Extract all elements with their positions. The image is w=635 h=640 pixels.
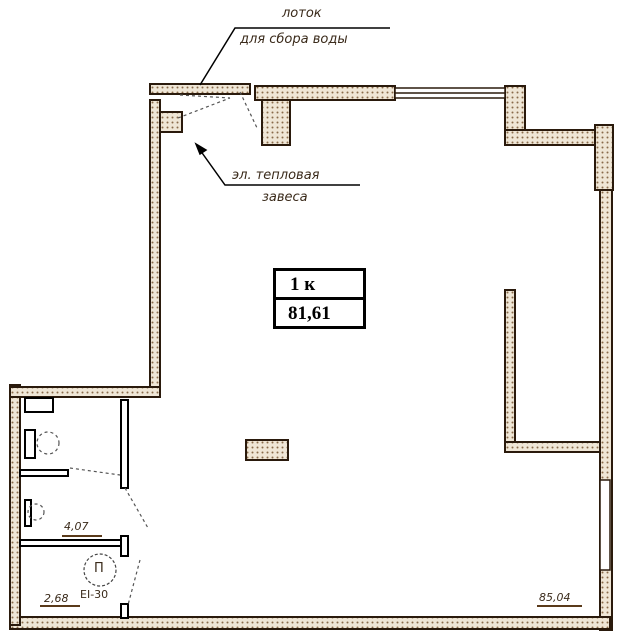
apartment-area: 81,61 [273, 297, 366, 329]
window-right [599, 479, 611, 571]
gutter-leader [199, 27, 390, 86]
curtain-leader [199, 149, 360, 186]
main-area: 85,04 [539, 591, 571, 604]
storage-mark: П [94, 561, 104, 576]
toilet [24, 429, 36, 459]
curtain-label-1: эл. тепловая [232, 168, 320, 183]
sink [24, 397, 54, 413]
gutter-label-1: лоток [282, 6, 322, 21]
curtain-label-2: завеса [262, 190, 308, 205]
wall-bottom [9, 616, 611, 630]
gutter-label-2: для сбора воды [240, 32, 348, 47]
inner-wall [504, 289, 516, 451]
bathroom-area: 4,07 [64, 520, 89, 533]
door-rating: EI-30 [80, 588, 109, 601]
apartment-type: 1 к [273, 268, 366, 300]
storage-mark-circle [83, 553, 117, 587]
wall-left-upper [149, 99, 161, 396]
storage-area: 2,68 [44, 592, 69, 605]
column [245, 439, 289, 461]
wall-top [254, 85, 396, 101]
gutter-wall [149, 83, 251, 95]
wall-left-lower [9, 384, 21, 626]
wall-top-right [504, 85, 526, 132]
